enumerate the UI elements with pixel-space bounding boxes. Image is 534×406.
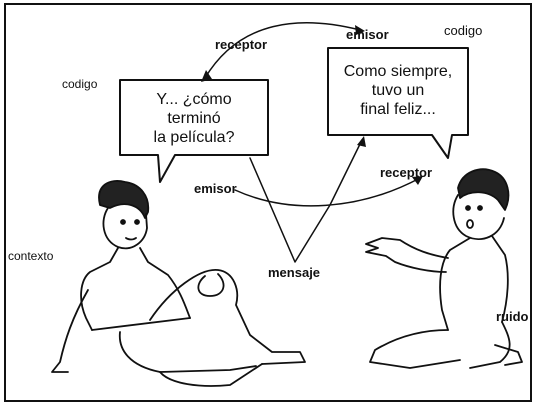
mensaje-lines (249, 139, 363, 263)
top-arc (204, 22, 361, 79)
left-boy-figure (51, 180, 306, 387)
right-boy-figure (365, 168, 523, 369)
label-contexto: contexto (8, 249, 54, 263)
arrow-head-mensaje (357, 136, 366, 147)
left-speech-bubble (119, 79, 269, 183)
arrow-head-bottom-right (412, 176, 423, 185)
right-bubble-line: Como siempre, (343, 63, 453, 80)
arrow-head-top-right (355, 25, 365, 35)
diagram-frame (4, 3, 532, 402)
right-bubble-line: tuvo un (371, 82, 425, 99)
left-bubble-line: Y... ¿cómo (156, 91, 232, 108)
label-ruido: ruido (496, 309, 529, 324)
label-receptor-right: receptor (380, 165, 433, 180)
label-emisor-left: emisor (194, 181, 237, 196)
right-bubble-line: final feliz... (360, 101, 436, 118)
label-codigo-right: codigo (444, 23, 483, 38)
label-codigo-left: codigo (62, 77, 98, 91)
right-bubble-text: Como siempre, tuvo un final feliz... (330, 62, 466, 119)
bottom-arc (234, 177, 421, 207)
label-receptor-top: receptor (215, 37, 268, 52)
left-bubble-line: la película? (153, 129, 235, 146)
arrow-head-top-left (201, 70, 212, 82)
left-bubble-line: terminó (167, 110, 221, 127)
right-speech-bubble (327, 47, 469, 159)
label-mensaje: mensaje (268, 265, 321, 280)
left-bubble-text: Y... ¿cómo terminó la película? (122, 90, 266, 147)
label-emisor-top: emisor (346, 27, 389, 42)
